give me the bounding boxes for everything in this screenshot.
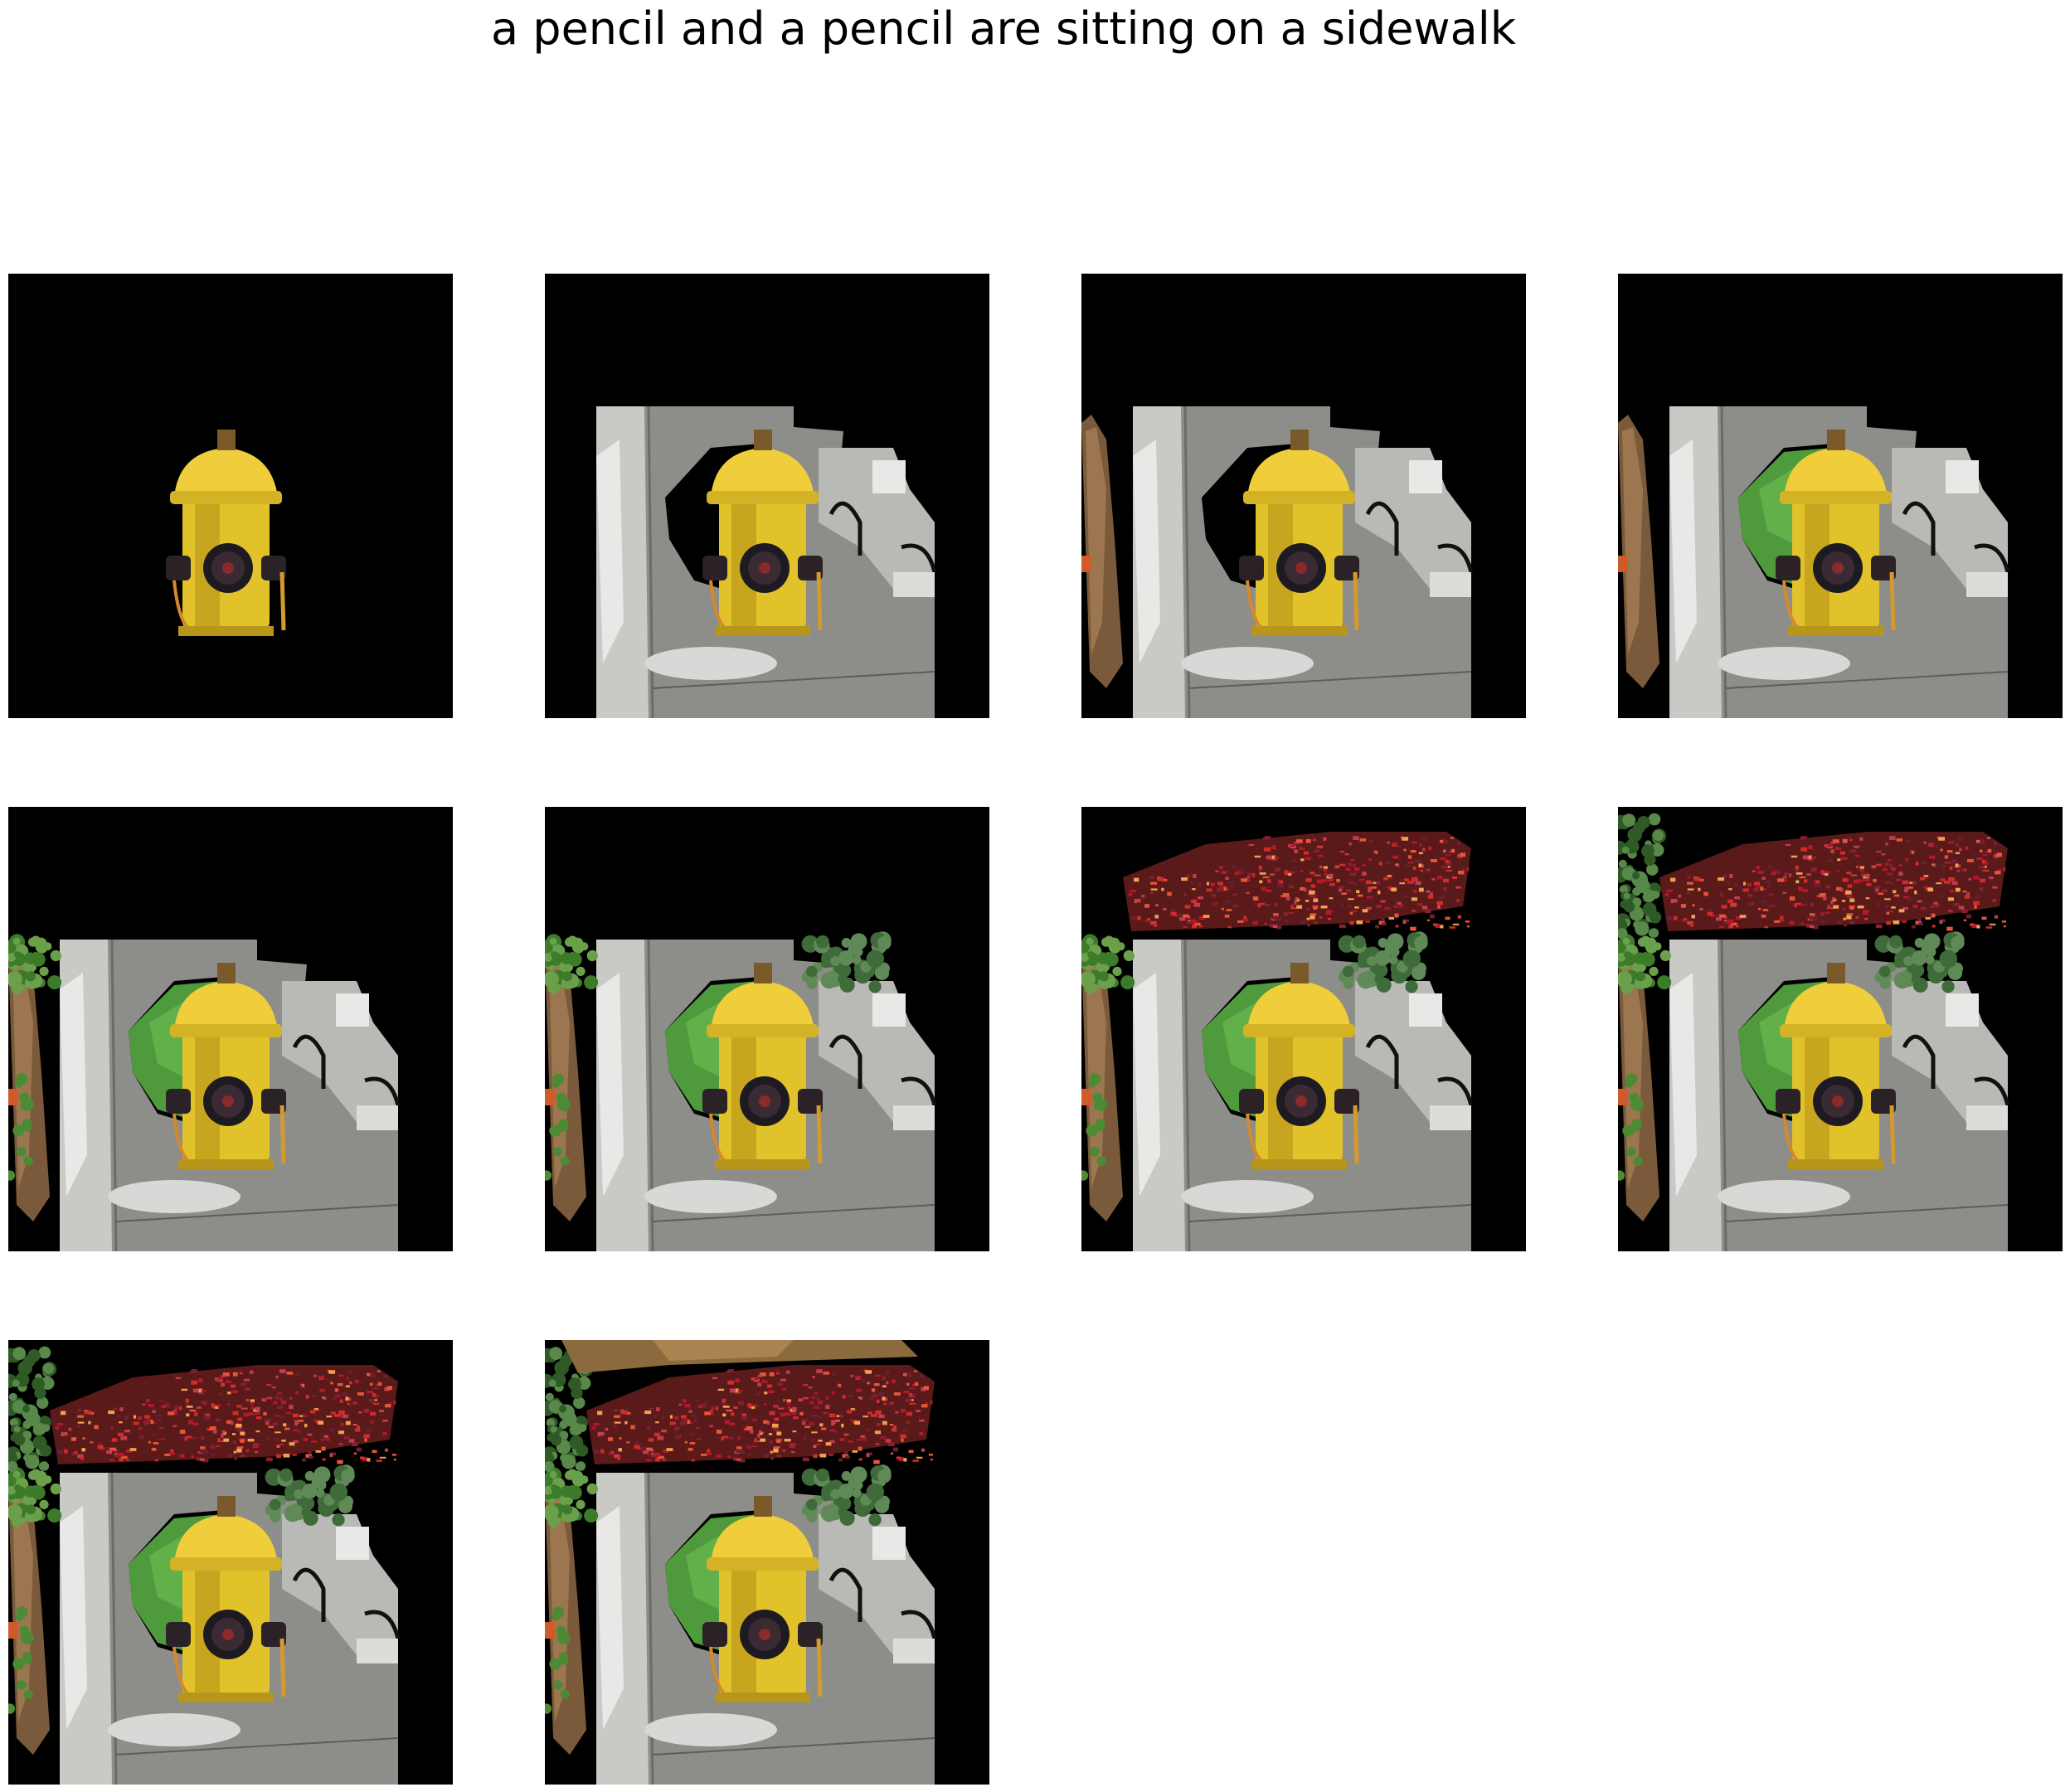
tree-region bbox=[8, 1346, 57, 1473]
left-post-region bbox=[1081, 415, 1123, 688]
generation-step-6 bbox=[545, 807, 989, 1251]
generation-step-9 bbox=[8, 1340, 453, 1785]
left-foliage-region bbox=[545, 934, 599, 1181]
hydrant-region bbox=[166, 1496, 286, 1702]
tree-region bbox=[1618, 813, 1667, 940]
red-flowers-region bbox=[1659, 832, 2008, 931]
generation-step-5 bbox=[8, 807, 453, 1251]
bench-region bbox=[1355, 981, 1474, 1130]
hydrant-region bbox=[1776, 430, 1896, 636]
hydrant-region bbox=[1239, 963, 1359, 1169]
bench-region bbox=[1355, 448, 1474, 597]
left-foliage-region bbox=[8, 1467, 62, 1714]
red-flowers-region bbox=[586, 1365, 935, 1464]
generation-step-1 bbox=[8, 274, 453, 718]
red-flowers-region bbox=[50, 1365, 398, 1464]
left-foliage-region bbox=[1618, 934, 1672, 1181]
scene-image bbox=[1618, 274, 2063, 718]
hydrant-region bbox=[1776, 963, 1896, 1169]
red-flowers-region bbox=[1123, 832, 1471, 931]
scene-image bbox=[545, 1340, 989, 1785]
scene-image bbox=[8, 807, 453, 1251]
bench-region bbox=[1892, 981, 2010, 1130]
scene-image bbox=[1618, 807, 2063, 1251]
generation-step-3 bbox=[1081, 274, 1526, 718]
left-foliage-region bbox=[545, 1467, 599, 1714]
scene-image bbox=[8, 1340, 453, 1785]
bench-region bbox=[819, 448, 937, 597]
tree-region bbox=[545, 1346, 594, 1473]
bench-region bbox=[1892, 448, 2010, 597]
left-post-region bbox=[1618, 415, 1659, 688]
left-foliage-region bbox=[1081, 934, 1135, 1181]
hydrant-region bbox=[702, 1496, 823, 1702]
hydrant-region bbox=[1239, 430, 1359, 636]
scene-image bbox=[1081, 807, 1526, 1251]
hydrant-region bbox=[166, 430, 286, 636]
figure-title: a pencil and a pencil are sitting on a s… bbox=[491, 2, 1516, 55]
hydrant-region bbox=[702, 430, 823, 636]
shrub-region bbox=[801, 1464, 892, 1527]
generation-step-8 bbox=[1618, 807, 2063, 1251]
generation-step-4 bbox=[1618, 274, 2063, 718]
generation-step-10 bbox=[545, 1340, 989, 1785]
shrub-region bbox=[801, 931, 892, 993]
bench-region bbox=[819, 981, 937, 1130]
scene-image bbox=[1081, 274, 1526, 718]
bench-region bbox=[282, 981, 401, 1130]
shrub-region bbox=[1338, 931, 1428, 993]
left-foliage-region bbox=[8, 934, 62, 1181]
scene-image bbox=[8, 274, 453, 718]
scene-image bbox=[545, 274, 989, 718]
hydrant-region bbox=[166, 963, 286, 1169]
top-soil-region bbox=[561, 1340, 918, 1373]
shrub-region bbox=[1874, 931, 1965, 993]
generation-step-2 bbox=[545, 274, 989, 718]
bench-region bbox=[819, 1514, 937, 1663]
shrub-region bbox=[265, 1464, 355, 1527]
hydrant-region bbox=[702, 963, 823, 1169]
bench-region bbox=[282, 1514, 401, 1663]
generation-step-7 bbox=[1081, 807, 1526, 1251]
scene-image bbox=[545, 807, 989, 1251]
